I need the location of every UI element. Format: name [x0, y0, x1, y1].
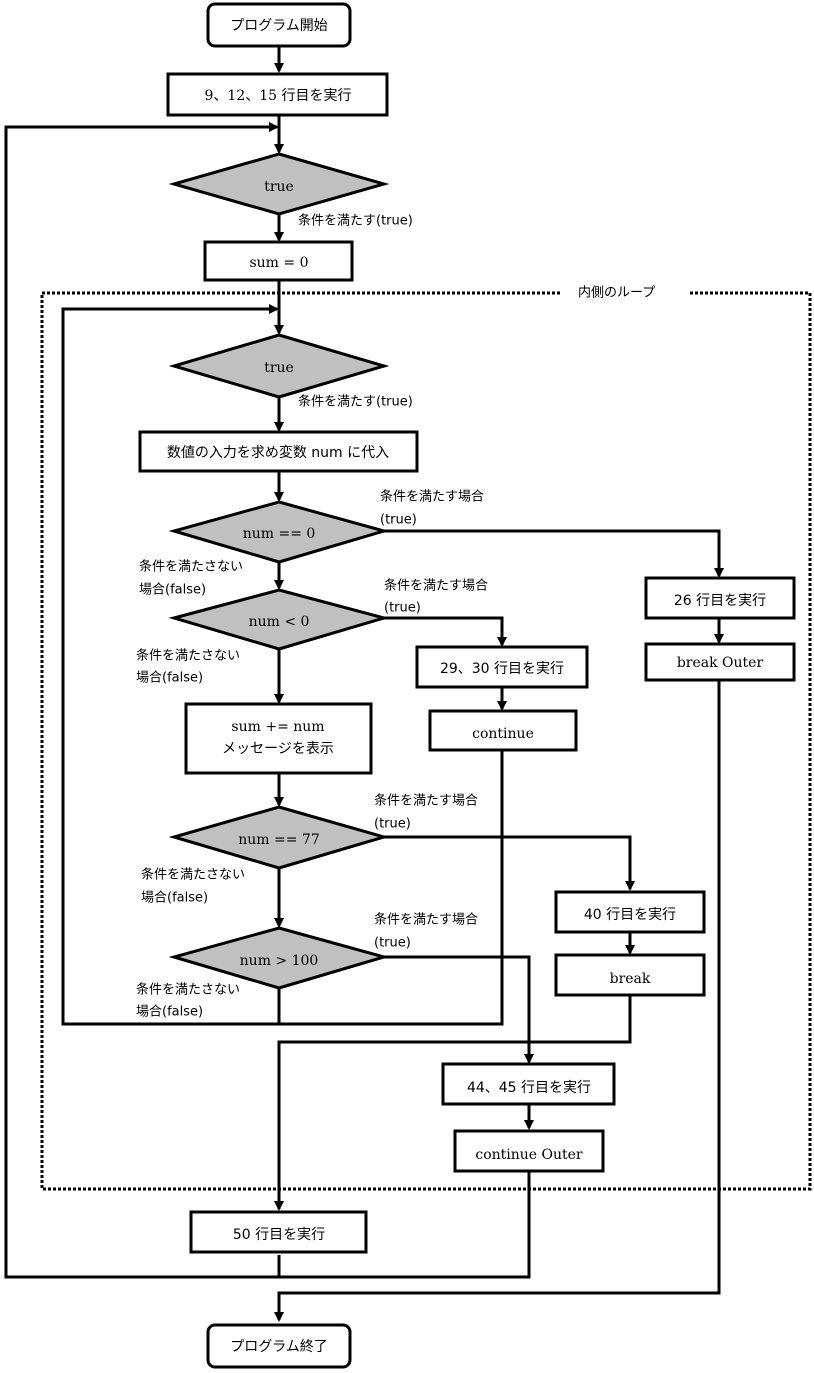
node-cond-77: num == 77: [168, 805, 390, 870]
node-exec-26: 26 行目を実行: [644, 576, 796, 620]
node-cond-zero: num == 0: [168, 500, 390, 564]
zero-false-label-2: 場合(false): [139, 583, 206, 598]
continue-text: continue: [472, 726, 534, 742]
start-text: プログラム開始: [230, 18, 328, 34]
cond-100-text: num > 100: [240, 953, 319, 969]
100-true-label-1: 条件を満たす場合: [374, 912, 478, 928]
exec-40-text: 40 行目を実行: [584, 907, 676, 923]
77-true-label-2: (true): [374, 817, 411, 832]
node-exec-50: 50 行目を実行: [189, 1210, 368, 1254]
100-false-label-2: 場合(false): [136, 1005, 203, 1020]
arrow-outer-loop-back: [4, 122, 281, 1279]
init-exec-text: 9、12、15 行目を実行: [205, 88, 352, 104]
exec-26-text: 26 行目を実行: [674, 593, 766, 609]
arrow-100-true-44: [384, 955, 534, 1064]
inner-loop-boundary: 内側のループ: [40, 285, 812, 1191]
node-exec-44-45: 44、45 行目を実行: [441, 1062, 616, 1106]
sum-add-text: sum += num: [231, 719, 324, 735]
node-inner-condition: true: [168, 333, 390, 399]
outer-condition-text: true: [264, 179, 294, 195]
cond-77-text: num == 77: [238, 832, 319, 848]
arrow-neg-true-29: [384, 616, 507, 647]
node-exec-29-30: 29、30 行目を実行: [415, 645, 589, 689]
neg-false-label-1: 条件を満たさない: [136, 648, 240, 664]
zero-true-label-1: 条件を満たす場合: [380, 489, 484, 505]
outer-true-label: 条件を満たす(true): [298, 213, 413, 229]
node-cond-neg: num < 0: [168, 588, 390, 651]
arrow-zero-true-26: [384, 529, 724, 578]
arrow-inner-loop-back: [61, 304, 281, 1026]
cond-zero-text: num == 0: [243, 526, 316, 542]
input-num-text: 数値の入力を求め変数 num に代入: [167, 444, 389, 461]
node-start: プログラム開始: [206, 2, 352, 48]
node-continue: continue: [428, 709, 578, 752]
sum-init-text: sum = 0: [249, 255, 308, 271]
neg-true-label-1: 条件を満たす場合: [384, 578, 488, 594]
zero-false-label-1: 条件を満たさない: [139, 559, 243, 575]
connectors: [4, 47, 724, 1322]
node-input-num: 数値の入力を求め変数 num に代入: [138, 430, 419, 473]
break-outer-text: break Outer: [677, 655, 764, 671]
arrow-break-50: [274, 996, 632, 1211]
node-break: break: [554, 953, 706, 997]
exec-29-30-text: 29、30 行目を実行: [440, 661, 564, 677]
node-break-outer: break Outer: [644, 642, 796, 682]
exec-44-45-text: 44、45 行目を実行: [467, 1080, 591, 1096]
arrow-break-outer-end: [274, 680, 721, 1322]
message-text: メッセージを表示: [222, 741, 334, 757]
node-outer-condition: true: [168, 152, 390, 216]
node-cond-100: num > 100: [168, 926, 390, 990]
77-false-label-1: 条件を満たさない: [141, 867, 245, 883]
inner-loop-label: 内側のループ: [578, 285, 655, 301]
77-false-label-2: 場合(false): [141, 891, 208, 906]
arrow-continue-outer-back: [279, 1171, 531, 1279]
cond-neg-text: num < 0: [249, 614, 310, 630]
zero-true-label-2: (true): [380, 513, 417, 528]
arrow-77-true-40: [384, 835, 635, 891]
100-false-label-1: 条件を満たさない: [136, 982, 240, 998]
neg-false-label-2: 場合(false): [136, 671, 203, 686]
node-exec-40: 40 行目を実行: [554, 890, 706, 934]
node-sum-add: sum += num メッセージを表示: [184, 702, 373, 775]
continue-outer-text: continue Outer: [475, 1147, 583, 1163]
100-true-label-2: (true): [374, 936, 411, 951]
end-text: プログラム終了: [230, 1339, 328, 1355]
arrow-continue-inner-back: [279, 751, 504, 1026]
77-true-label-1: 条件を満たす場合: [374, 793, 478, 809]
node-sum-init: sum = 0: [203, 240, 354, 282]
inner-condition-text: true: [264, 360, 294, 376]
node-init-exec: 9、12、15 行目を実行: [166, 72, 389, 117]
node-end: プログラム終了: [206, 1323, 352, 1369]
neg-true-label-2: (true): [384, 601, 421, 616]
exec-50-text: 50 行目を実行: [233, 1227, 325, 1243]
break-text: break: [610, 971, 651, 987]
inner-true-label: 条件を満たす(true): [298, 394, 413, 410]
node-continue-outer: continue Outer: [453, 1129, 605, 1173]
